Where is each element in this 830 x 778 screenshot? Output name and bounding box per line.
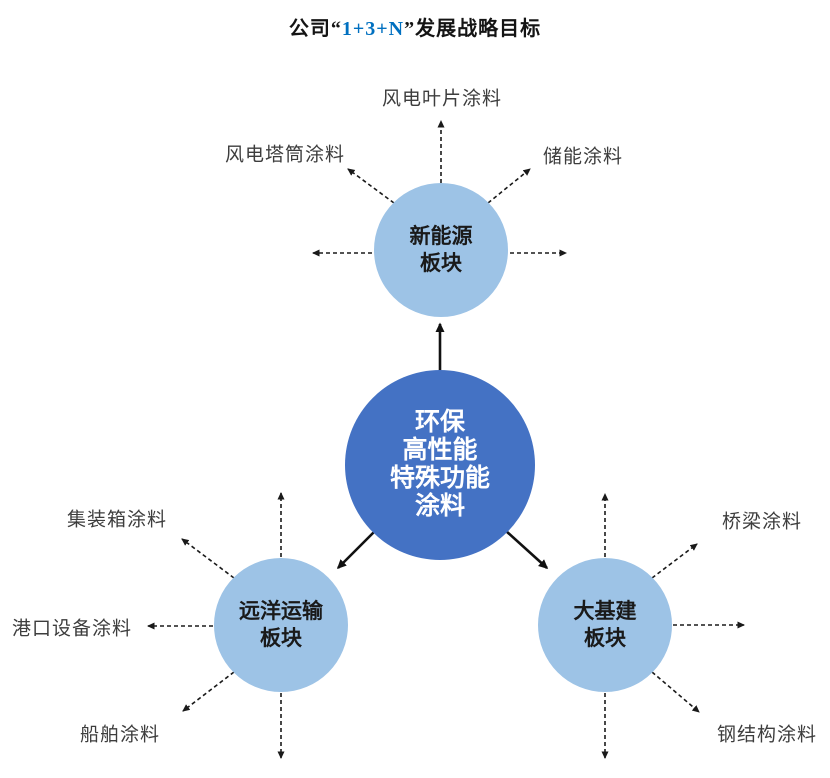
node-label-line: 环保	[414, 409, 465, 436]
title-text-right: ”发展战略目标	[404, 18, 542, 40]
node-label-line: 新能源	[409, 224, 473, 248]
arrow-center-to-infrastructure	[505, 530, 549, 570]
label-bridge-coatings: 桥梁涂料	[721, 511, 803, 533]
spoke-bridge	[651, 543, 698, 579]
node-label-line: 大基建	[573, 599, 637, 623]
page-title: 公司“1+3+N”发展战略目标	[0, 12, 830, 41]
node-new-energy: 新能源 板块	[374, 183, 508, 317]
node-center-text: 环保 高性能 特殊功能 涂料	[390, 409, 490, 521]
node-new-energy-text: 新能源 板块	[410, 223, 473, 277]
node-label-line: 高性能	[402, 437, 478, 464]
title-highlight: 1+3+N	[341, 18, 405, 40]
arrow-center-to-ocean-transport	[336, 530, 376, 570]
node-label-line: 板块	[584, 626, 626, 650]
label-port-equipment-coatings: 港口设备涂料	[11, 618, 133, 640]
node-ocean-transport-text: 远洋运输 板块	[239, 598, 323, 652]
spoke-ship	[182, 671, 235, 712]
spoke-energy-storage	[487, 168, 531, 204]
label-container-coatings: 集装箱涂料	[66, 509, 168, 531]
node-ocean-transport: 远洋运输 板块	[214, 558, 348, 692]
spoke-steel-structure	[651, 671, 700, 713]
label-ship-coatings: 船舶涂料	[79, 724, 161, 746]
node-label-line: 板块	[260, 626, 302, 650]
node-infrastructure-text: 大基建 板块	[574, 598, 637, 652]
label-wind-tower-coatings: 风电塔筒涂料	[224, 144, 346, 166]
node-label-line: 涂料	[414, 493, 465, 520]
node-infrastructure: 大基建 板块	[538, 558, 672, 692]
title-text-left: 公司“	[288, 18, 342, 40]
node-label-line: 特殊功能	[389, 465, 490, 492]
label-steel-structure-coatings: 钢结构涂料	[716, 724, 818, 746]
node-center-coatings: 环保 高性能 特殊功能 涂料	[345, 370, 535, 560]
label-energy-storage-coatings: 储能涂料	[542, 146, 624, 168]
node-label-line: 板块	[420, 251, 462, 275]
spoke-container	[181, 538, 235, 579]
node-label-line: 远洋运输	[239, 599, 323, 623]
label-wind-blade-coatings: 风电叶片涂料	[381, 88, 503, 110]
spoke-wind-tower	[347, 168, 395, 204]
